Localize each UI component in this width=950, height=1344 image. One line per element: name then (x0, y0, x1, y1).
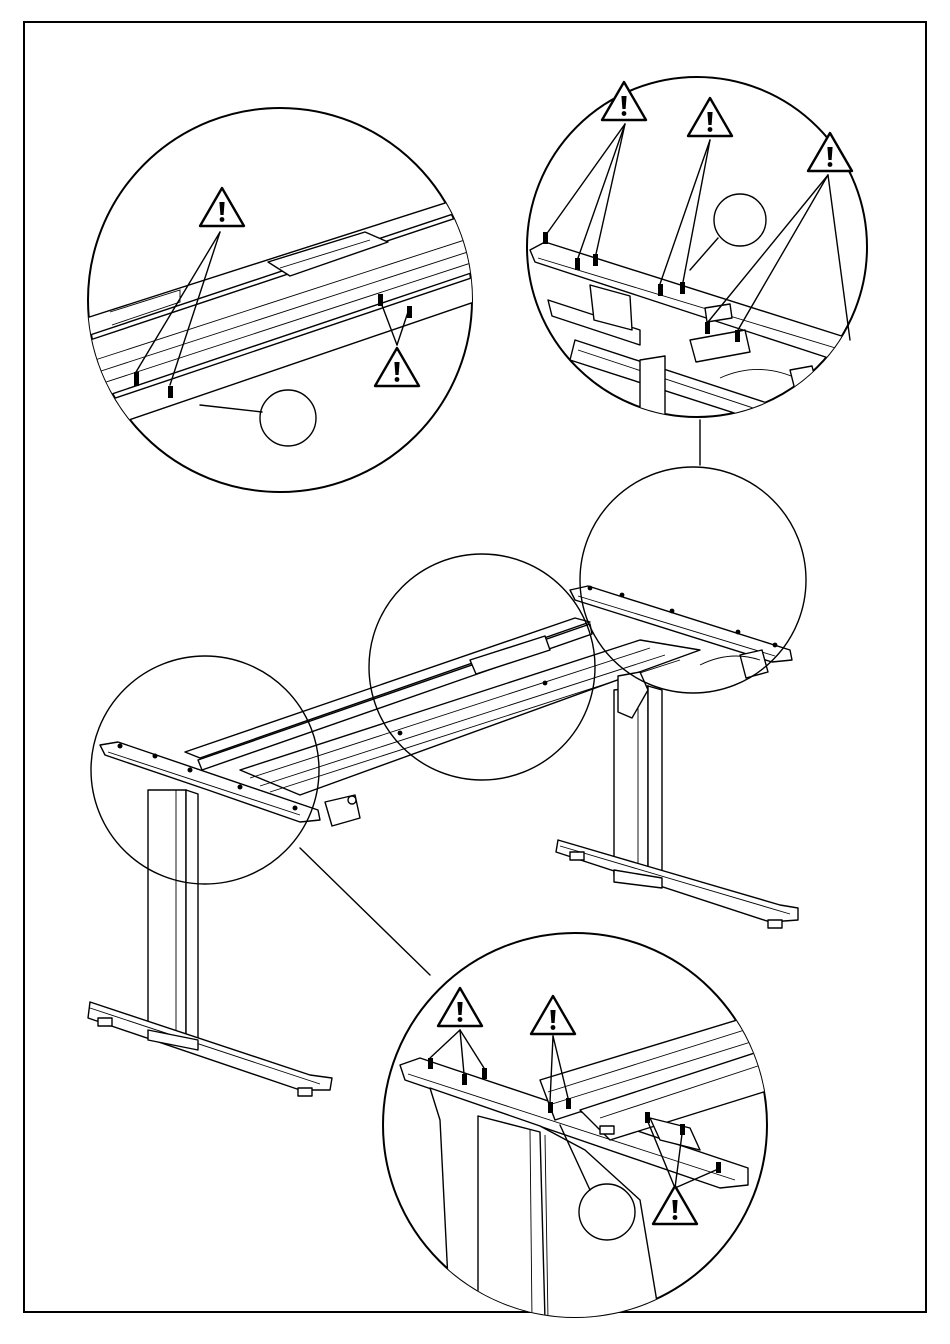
left-leg (88, 790, 332, 1096)
callout-top-right (527, 77, 880, 460)
callout-bottom-right (383, 933, 770, 1320)
control-box (325, 795, 360, 826)
right-leg (556, 672, 798, 928)
callout-top-left (80, 108, 480, 492)
